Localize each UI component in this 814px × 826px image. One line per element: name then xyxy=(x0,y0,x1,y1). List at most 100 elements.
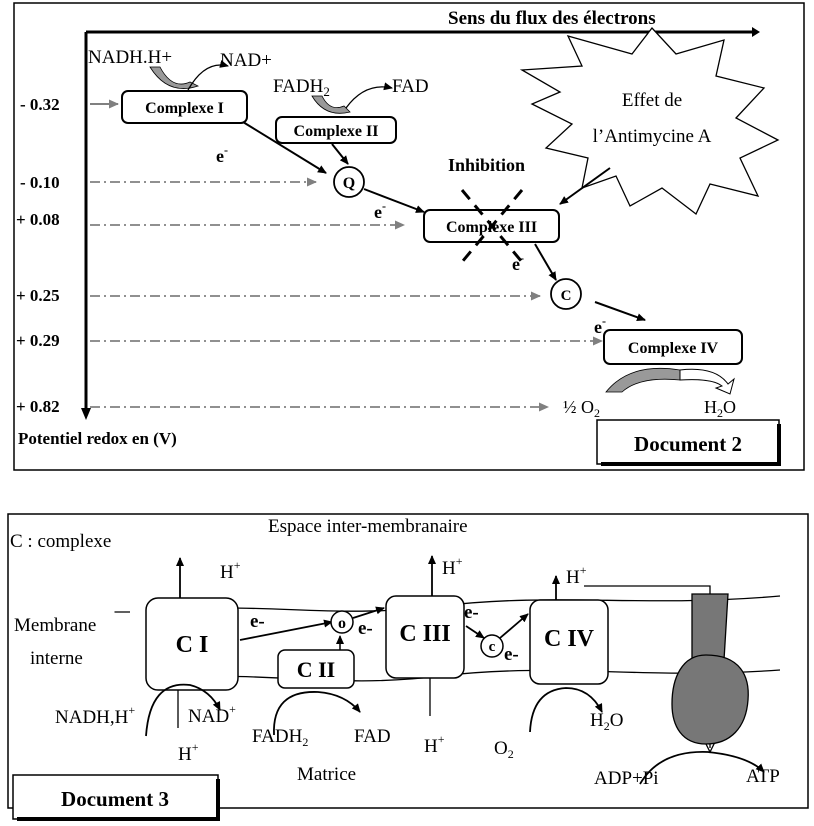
antimycine-arrow xyxy=(559,167,611,205)
complex-1-label: C I xyxy=(176,632,209,658)
effet-label-line2: l’Antimycine A xyxy=(593,126,712,147)
complex-2-box xyxy=(277,649,355,689)
fadh2-label: FADH2 xyxy=(273,76,330,99)
h2o-label: H2O xyxy=(704,397,736,420)
complexe-4-box xyxy=(603,329,743,365)
complexe-1-label: Complexe I xyxy=(145,100,224,117)
electron-label: e- xyxy=(216,143,228,166)
electron-arrow xyxy=(331,143,349,165)
cytochrome-c-label: C xyxy=(561,288,572,304)
nad-curved-arrow xyxy=(187,60,229,91)
electron-arrow xyxy=(239,619,333,641)
proton-label: H+ xyxy=(442,554,463,579)
potential-label: + 0.82 xyxy=(16,397,60,416)
nadh-label: NADH,H+ xyxy=(55,703,135,728)
antimycine-burst xyxy=(519,26,780,216)
potential-label: - 0.10 xyxy=(20,173,60,192)
axis-label: Potentiel redox en (V) xyxy=(18,429,177,448)
potential-label: + 0.25 xyxy=(16,286,60,305)
fad-label: FAD xyxy=(392,76,429,97)
nadh-curved-arrow xyxy=(149,66,200,89)
potential-label: - 0.32 xyxy=(20,95,60,114)
electron-arrow xyxy=(465,625,485,639)
inhibition-label: Inhibition xyxy=(448,155,525,175)
atp-synthase-stalk xyxy=(691,593,729,661)
membrane-label-line1: Membrane xyxy=(14,615,96,636)
electron-arrow xyxy=(534,243,557,281)
h2o-label: H2O xyxy=(590,710,623,733)
complexe-2-box xyxy=(275,116,397,144)
ubiquinone-q-circle xyxy=(333,166,365,198)
complex-4-box xyxy=(529,599,609,685)
flux-axis-arrowhead xyxy=(752,27,760,37)
electron-arrow xyxy=(352,606,385,619)
electron-arrow xyxy=(363,188,425,213)
complex-2-label: C II xyxy=(297,657,336,682)
oxygen-reduction-arrow xyxy=(529,687,603,733)
document-2-label: Document 2 xyxy=(634,432,742,456)
fadh2-label: FADH2 xyxy=(252,726,308,749)
flux-label: Sens du flux des électrons xyxy=(448,8,656,29)
fad-curved-arrow xyxy=(345,82,393,109)
cytochrome-c-circle xyxy=(550,278,582,310)
nadh-label: NADH.H+ xyxy=(88,47,172,68)
atp-label: ATP xyxy=(746,766,780,787)
atp-synthesis-arrow xyxy=(639,751,765,785)
electron-arrow xyxy=(594,301,646,322)
complexe-1-box xyxy=(121,90,248,124)
complex-1-box xyxy=(145,597,239,691)
document-3-label-box xyxy=(12,774,219,820)
adp-label: ADP+Pi xyxy=(594,768,659,789)
electron-label: e- xyxy=(374,199,386,222)
document-3: C : complexe Espace inter-membranaire Me… xyxy=(7,513,809,821)
h2o-curved-arrow xyxy=(679,368,735,395)
atp-synthase-head xyxy=(671,654,749,745)
effet-label-line1: Effet de xyxy=(622,90,682,111)
nad-label: NAD+ xyxy=(188,702,236,727)
proton-label: H+ xyxy=(220,558,241,583)
cytochrome-c-label: c xyxy=(489,639,496,655)
complexe-2-label: Complexe II xyxy=(294,123,379,140)
electron-label: e- xyxy=(504,644,519,665)
complex-3-label: C III xyxy=(399,621,450,647)
o2-label: O2 xyxy=(494,738,514,761)
fad-label: FAD xyxy=(354,726,391,747)
potential-label: + 0.29 xyxy=(16,331,60,350)
nad-label: NAD+ xyxy=(220,50,272,71)
document-3-frame xyxy=(7,513,809,809)
electron-arrow xyxy=(499,613,529,639)
legend-label: C : complexe xyxy=(10,531,111,552)
redox-axis-arrowhead xyxy=(81,408,91,420)
half-o2-label: ½ O2 xyxy=(563,397,600,420)
proton-label: H+ xyxy=(566,563,587,588)
nadh-oxidation-arrow xyxy=(145,683,221,737)
fadh2-curved-arrow xyxy=(311,95,351,114)
complex-4-label: C IV xyxy=(544,626,595,652)
complexe-4-label: Complexe IV xyxy=(628,340,719,357)
potential-label: + 0.08 xyxy=(16,210,60,229)
ubiquinone-circle xyxy=(330,610,354,634)
fadh2-oxidation-arrow xyxy=(273,691,361,736)
document-2-frame xyxy=(13,2,805,471)
electron-label: e- xyxy=(512,251,524,274)
intermembrane-label: Espace inter-membranaire xyxy=(268,516,468,537)
electron-label: e- xyxy=(594,314,606,337)
electron-label: e- xyxy=(250,611,265,632)
complex-3-box xyxy=(385,595,465,679)
electron-arrow xyxy=(242,121,327,174)
inhibition-cross xyxy=(460,189,524,263)
matrice-label: Matrice xyxy=(297,764,356,785)
proton-label: H+ xyxy=(424,732,445,757)
document-3-label: Document 3 xyxy=(61,787,169,811)
electron-label: e- xyxy=(464,602,479,623)
proton-label: H+ xyxy=(178,740,199,765)
electron-label: e- xyxy=(358,618,373,639)
membrane-label-line2: interne xyxy=(30,648,83,669)
ubiquinone-q-label: Q xyxy=(343,175,355,192)
document-2-label-box xyxy=(596,419,780,465)
o2-curved-arrow xyxy=(605,367,681,393)
cytochrome-c-circle xyxy=(480,634,504,658)
document-2: Sens du flux des électrons Potentiel red… xyxy=(13,2,805,471)
ubiquinone-label: o xyxy=(338,615,346,632)
